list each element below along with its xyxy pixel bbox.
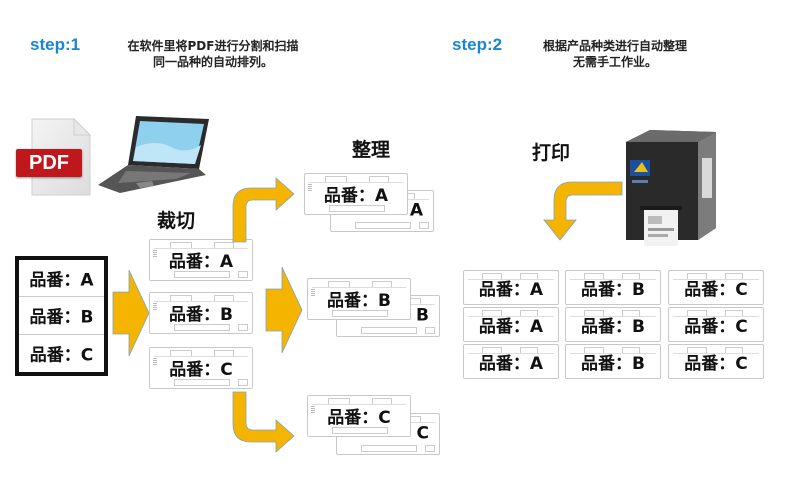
- label-decoration: [154, 242, 248, 249]
- label-decoration: [468, 310, 554, 317]
- barcode-decoration: [153, 250, 157, 258]
- sorted-label-a-front: 品番：A: [304, 173, 408, 215]
- label-text: 品番：B: [581, 279, 645, 300]
- label-decoration: [570, 310, 656, 317]
- label-text: A: [409, 200, 423, 221]
- label-text: 品番：C: [684, 279, 748, 300]
- printed-label: 品番：A: [463, 270, 559, 305]
- sheet-row-text: 品番：B: [29, 307, 94, 328]
- label-decoration: [312, 398, 406, 405]
- label-text: 品番：C: [327, 408, 391, 428]
- label-decoration: [238, 324, 248, 331]
- cut-label-a: 品番：A: [149, 239, 253, 281]
- cut-label-c: 品番：C: [149, 347, 253, 389]
- label-decoration: [332, 427, 388, 434]
- label-text: 品番：C: [684, 353, 748, 374]
- cut-label-b: 品番：B: [149, 292, 253, 334]
- label-printer-icon: [626, 130, 716, 246]
- step2-desc-line1: 根据产品种类进行自动整理: [542, 39, 687, 53]
- sheet-row: 品番：C: [19, 335, 104, 372]
- sorted-label-b-front: 品番：B: [307, 278, 411, 320]
- label-decoration: [570, 347, 656, 354]
- label-decoration: [238, 271, 248, 278]
- printed-label: 品番：B: [565, 270, 661, 305]
- label-text: 品番：A: [323, 186, 389, 206]
- barcode-decoration: [311, 406, 315, 414]
- curved-arrow-down-left-icon: [543, 181, 623, 241]
- label-decoration: [361, 445, 417, 452]
- sheet-row: 品番：B: [19, 297, 104, 335]
- sheet-row-text: 品番：A: [29, 270, 94, 291]
- printed-label: 品番：A: [463, 344, 559, 379]
- label-decoration: [419, 222, 429, 229]
- printed-label: 品番：C: [668, 270, 764, 305]
- source-label-sheet: 品番：A 品番：B 品番：C: [15, 256, 108, 376]
- printed-label: 品番：A: [463, 307, 559, 342]
- step1-label: step:1: [30, 35, 81, 54]
- label-decoration: [154, 295, 248, 302]
- label-decoration: [673, 273, 759, 280]
- arrow-right-icon: [112, 269, 150, 357]
- sheet-row: 品番：A: [19, 260, 104, 298]
- label-decoration: [174, 271, 230, 278]
- label-decoration: [425, 327, 435, 334]
- sheet-row-text: 品番：C: [29, 345, 94, 366]
- label-decoration: [154, 350, 248, 357]
- step1-desc-line2: 同一品种的自动排列。: [152, 55, 273, 69]
- section-title-sort: 整理: [352, 139, 391, 161]
- label-text: B: [416, 305, 429, 326]
- printed-label: 品番：C: [668, 307, 764, 342]
- label-text: 品番：B: [581, 353, 645, 374]
- curved-arrow-up-right-icon: [232, 177, 295, 243]
- pdf-badge: PDF: [16, 149, 82, 177]
- label-text: 品番：B: [169, 305, 233, 325]
- label-decoration: [332, 310, 388, 317]
- printed-label: 品番：B: [565, 344, 661, 379]
- laptop-icon: [98, 116, 209, 193]
- barcode-decoration: [153, 303, 157, 311]
- arrow-right-icon: [265, 266, 303, 354]
- label-text: 品番：A: [478, 316, 544, 337]
- pdf-file-icon: PDF: [16, 117, 92, 197]
- step1-desc-line1: 在软件里将PDF进行分割和扫描: [127, 39, 299, 53]
- label-decoration: [673, 310, 759, 317]
- label-decoration: [673, 347, 759, 354]
- label-text: 品番：A: [478, 353, 544, 374]
- sorted-label-c-front: 品番：C: [307, 395, 411, 437]
- label-decoration: [309, 176, 403, 183]
- printed-label-grid: 品番：A 品番：A 品番：A 品番：B 品番：B 品番：B 品番：C 品番：C …: [463, 270, 764, 382]
- label-decoration: [174, 379, 230, 386]
- curved-arrow-down-right-icon: [232, 391, 295, 453]
- step2-description: 根据产品种类进行自动整理 无需手工作业。: [515, 38, 715, 70]
- step2-label: step:2: [452, 35, 503, 54]
- step2-desc-line2: 无需手工作业。: [572, 55, 657, 69]
- label-decoration: [570, 273, 656, 280]
- barcode-decoration: [153, 358, 157, 366]
- printed-label: 品番：B: [565, 307, 661, 342]
- step1-description: 在软件里将PDF进行分割和扫描 同一品种的自动排列。: [98, 38, 328, 70]
- label-text: 品番：A: [168, 252, 234, 272]
- label-decoration: [468, 273, 554, 280]
- label-decoration: [355, 222, 411, 229]
- label-decoration: [312, 281, 406, 288]
- label-text: C: [416, 423, 429, 444]
- barcode-decoration: [311, 289, 315, 297]
- printed-label: 品番：C: [668, 344, 764, 379]
- label-decoration: [174, 324, 230, 331]
- label-text: 品番：B: [581, 316, 645, 337]
- label-text: 品番：A: [478, 279, 544, 300]
- label-text: 品番：C: [169, 360, 233, 380]
- label-text: 品番：C: [684, 316, 748, 337]
- label-text: 品番：B: [327, 291, 391, 311]
- label-decoration: [468, 347, 554, 354]
- section-title-print: 打印: [532, 142, 571, 164]
- section-title-cut: 裁切: [157, 210, 196, 232]
- label-decoration: [329, 205, 385, 212]
- barcode-decoration: [308, 184, 312, 192]
- label-decoration: [361, 327, 417, 334]
- label-decoration: [425, 445, 435, 452]
- label-decoration: [238, 379, 248, 386]
